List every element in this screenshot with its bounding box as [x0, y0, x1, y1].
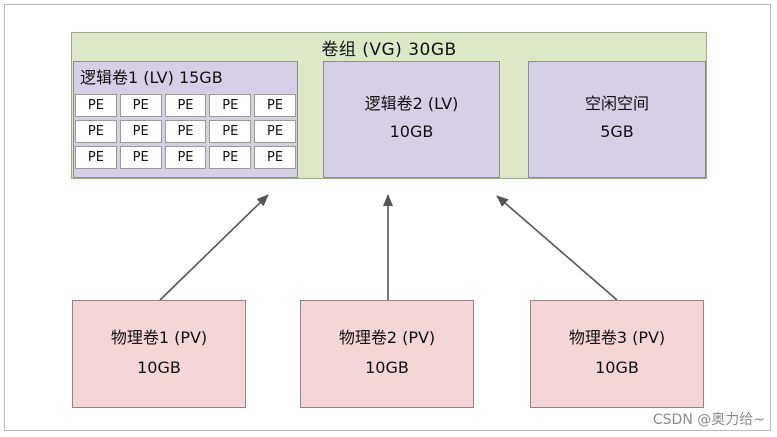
logical-volume-2-box: 逻辑卷2 (LV) 10GB: [323, 61, 500, 178]
physical-volume-2-box: 物理卷2 (PV) 10GB: [300, 300, 474, 408]
physical-volume-3-box: 物理卷3 (PV) 10GB: [530, 300, 704, 408]
volume-group-title: 卷组 (VG) 30GB: [321, 40, 457, 60]
free-space-title: 空闲空间: [584, 94, 649, 113]
physical-extent-cell: PE: [209, 120, 252, 143]
physical-extent-cell: PE: [164, 120, 207, 143]
free-space-size: 5GB: [600, 122, 634, 141]
physical-extent-cell: PE: [254, 146, 296, 169]
physical-volume-2-title: 物理卷2 (PV): [338, 328, 436, 347]
physical-volume-2-size: 10GB: [365, 358, 409, 377]
physical-volume-1-title: 物理卷1 (PV): [110, 328, 208, 347]
physical-volume-1-size: 10GB: [137, 358, 181, 377]
logical-volume-2-title: 逻辑卷2 (LV): [364, 94, 459, 113]
arrow-pv3-to-free: [496, 195, 618, 301]
physical-extent-cell: PE: [164, 94, 207, 117]
physical-extent-cell: PE: [164, 146, 207, 169]
physical-extent-cell: PE: [254, 94, 296, 117]
watermark-text: CSDN @奥力给~: [652, 412, 765, 428]
physical-volume-3-size: 10GB: [595, 358, 639, 377]
physical-extent-cell: PE: [75, 120, 117, 143]
physical-extent-cell: PE: [254, 120, 296, 143]
logical-volume-2-size: 10GB: [389, 122, 434, 141]
logical-volume-1-title: 逻辑卷1 (LV) 15GB: [80, 68, 223, 87]
physical-extent-cell: PE: [119, 94, 162, 117]
physical-extent-cell: PE: [209, 146, 252, 169]
physical-volume-3-title: 物理卷3 (PV): [568, 328, 666, 347]
physical-extent-cell: PE: [209, 94, 252, 117]
physical-extent-cell: PE: [75, 94, 117, 117]
arrow-pv1-to-lv1: [159, 194, 269, 301]
physical-extent-cell: PE: [119, 120, 162, 143]
physical-extent-cell: PE: [75, 146, 117, 169]
free-space-box: 空闲空间 5GB: [528, 61, 706, 178]
physical-volume-1-box: 物理卷1 (PV) 10GB: [72, 300, 246, 408]
physical-extent-cell: PE: [119, 146, 162, 169]
